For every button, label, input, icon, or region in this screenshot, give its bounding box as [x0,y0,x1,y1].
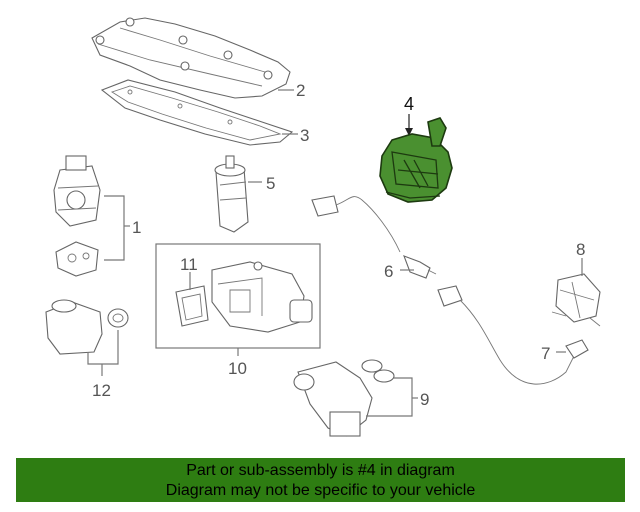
callout-12: 12 [92,381,111,400]
part-2-cover[interactable] [91,17,291,99]
part-3-gasket[interactable] [100,79,294,146]
part-4-highlighted-sensor[interactable] [379,117,453,203]
callout-4: 4 [404,94,414,114]
callout-7: 7 [541,344,550,363]
info-banner: Part or sub-assembly is #4 in diagram Di… [16,458,625,502]
part-10-idle-air-valve[interactable] [211,261,313,333]
callout-2: 2 [296,81,305,100]
part-12-seal[interactable] [107,308,129,328]
part-6-oxygen-sensor[interactable] [311,195,437,279]
banner-line-1: Part or sub-assembly is #4 in diagram [186,462,455,479]
part-11-gasket[interactable] [175,285,209,327]
banner-line-2: Diagram may not be specific to your vehi… [165,482,476,499]
part-1-gasket[interactable] [55,241,99,277]
part-8-sensor-bracket[interactable] [551,273,601,327]
part-5-canister[interactable] [214,155,249,233]
callout-11: 11 [180,255,198,274]
part-9-valve-body[interactable] [293,361,373,437]
parts-diagram: 2 3 4 5 1 [45,17,601,437]
callout-3: 3 [300,126,309,145]
callout-6: 6 [384,262,393,281]
part-7-oxygen-sensor[interactable] [437,285,589,385]
part-12-valve[interactable] [45,299,103,355]
callout-9: 9 [420,390,429,409]
callout-1: 1 [132,218,141,237]
part-9-o-rings[interactable] [361,359,395,383]
callout-8: 8 [576,240,585,259]
callout-5: 5 [266,174,275,193]
part-1-egr-valve[interactable] [53,155,101,227]
callout-4-arrow [405,128,413,136]
callout-10: 10 [228,359,247,378]
